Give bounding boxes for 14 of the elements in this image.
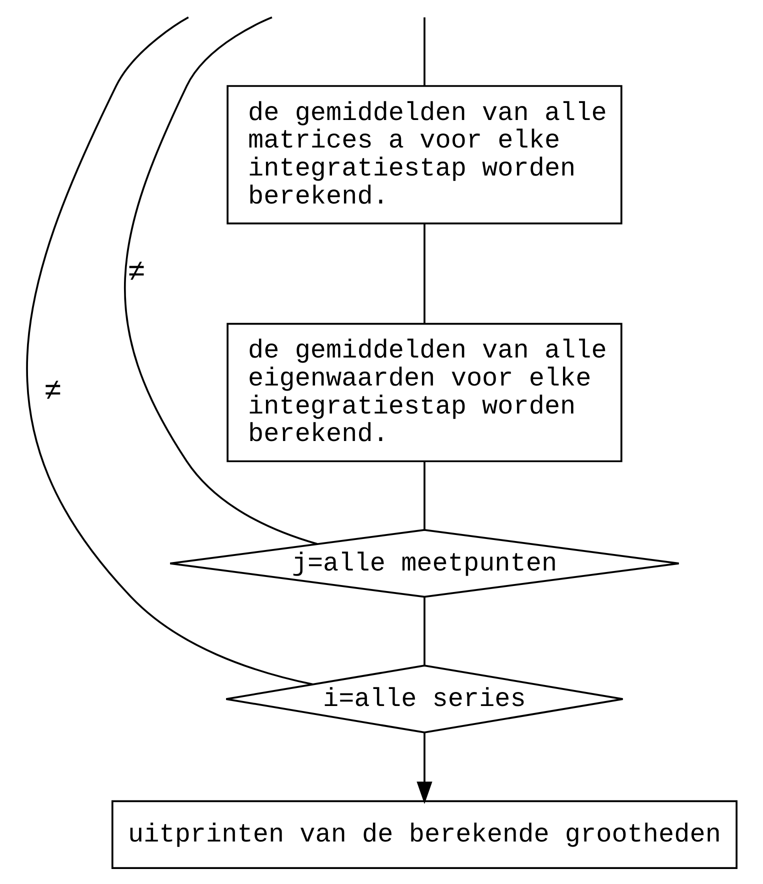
edge-label: ≠: [128, 256, 146, 290]
connector: [424, 224, 426, 324]
node-box: de gemiddelden van alle matrices a voor elke integratiestap worden berekend.: [226, 85, 622, 224]
connector: [424, 17, 426, 86]
connector: [124, 16, 318, 545]
node-diamond: j=alle meetpunten: [169, 529, 680, 598]
node-box: uitprinten van de berekende grootheden: [111, 800, 738, 869]
edge-label: ≠: [44, 374, 62, 409]
connector: [26, 16, 313, 686]
connector: [424, 461, 426, 530]
node-diamond: i=alle series: [225, 664, 624, 734]
connector: [424, 597, 426, 666]
arrow: [416, 732, 432, 804]
node-box: de gemiddelden van alle eigenwaarden voor elke integratiestap worden berekend.: [226, 322, 622, 462]
